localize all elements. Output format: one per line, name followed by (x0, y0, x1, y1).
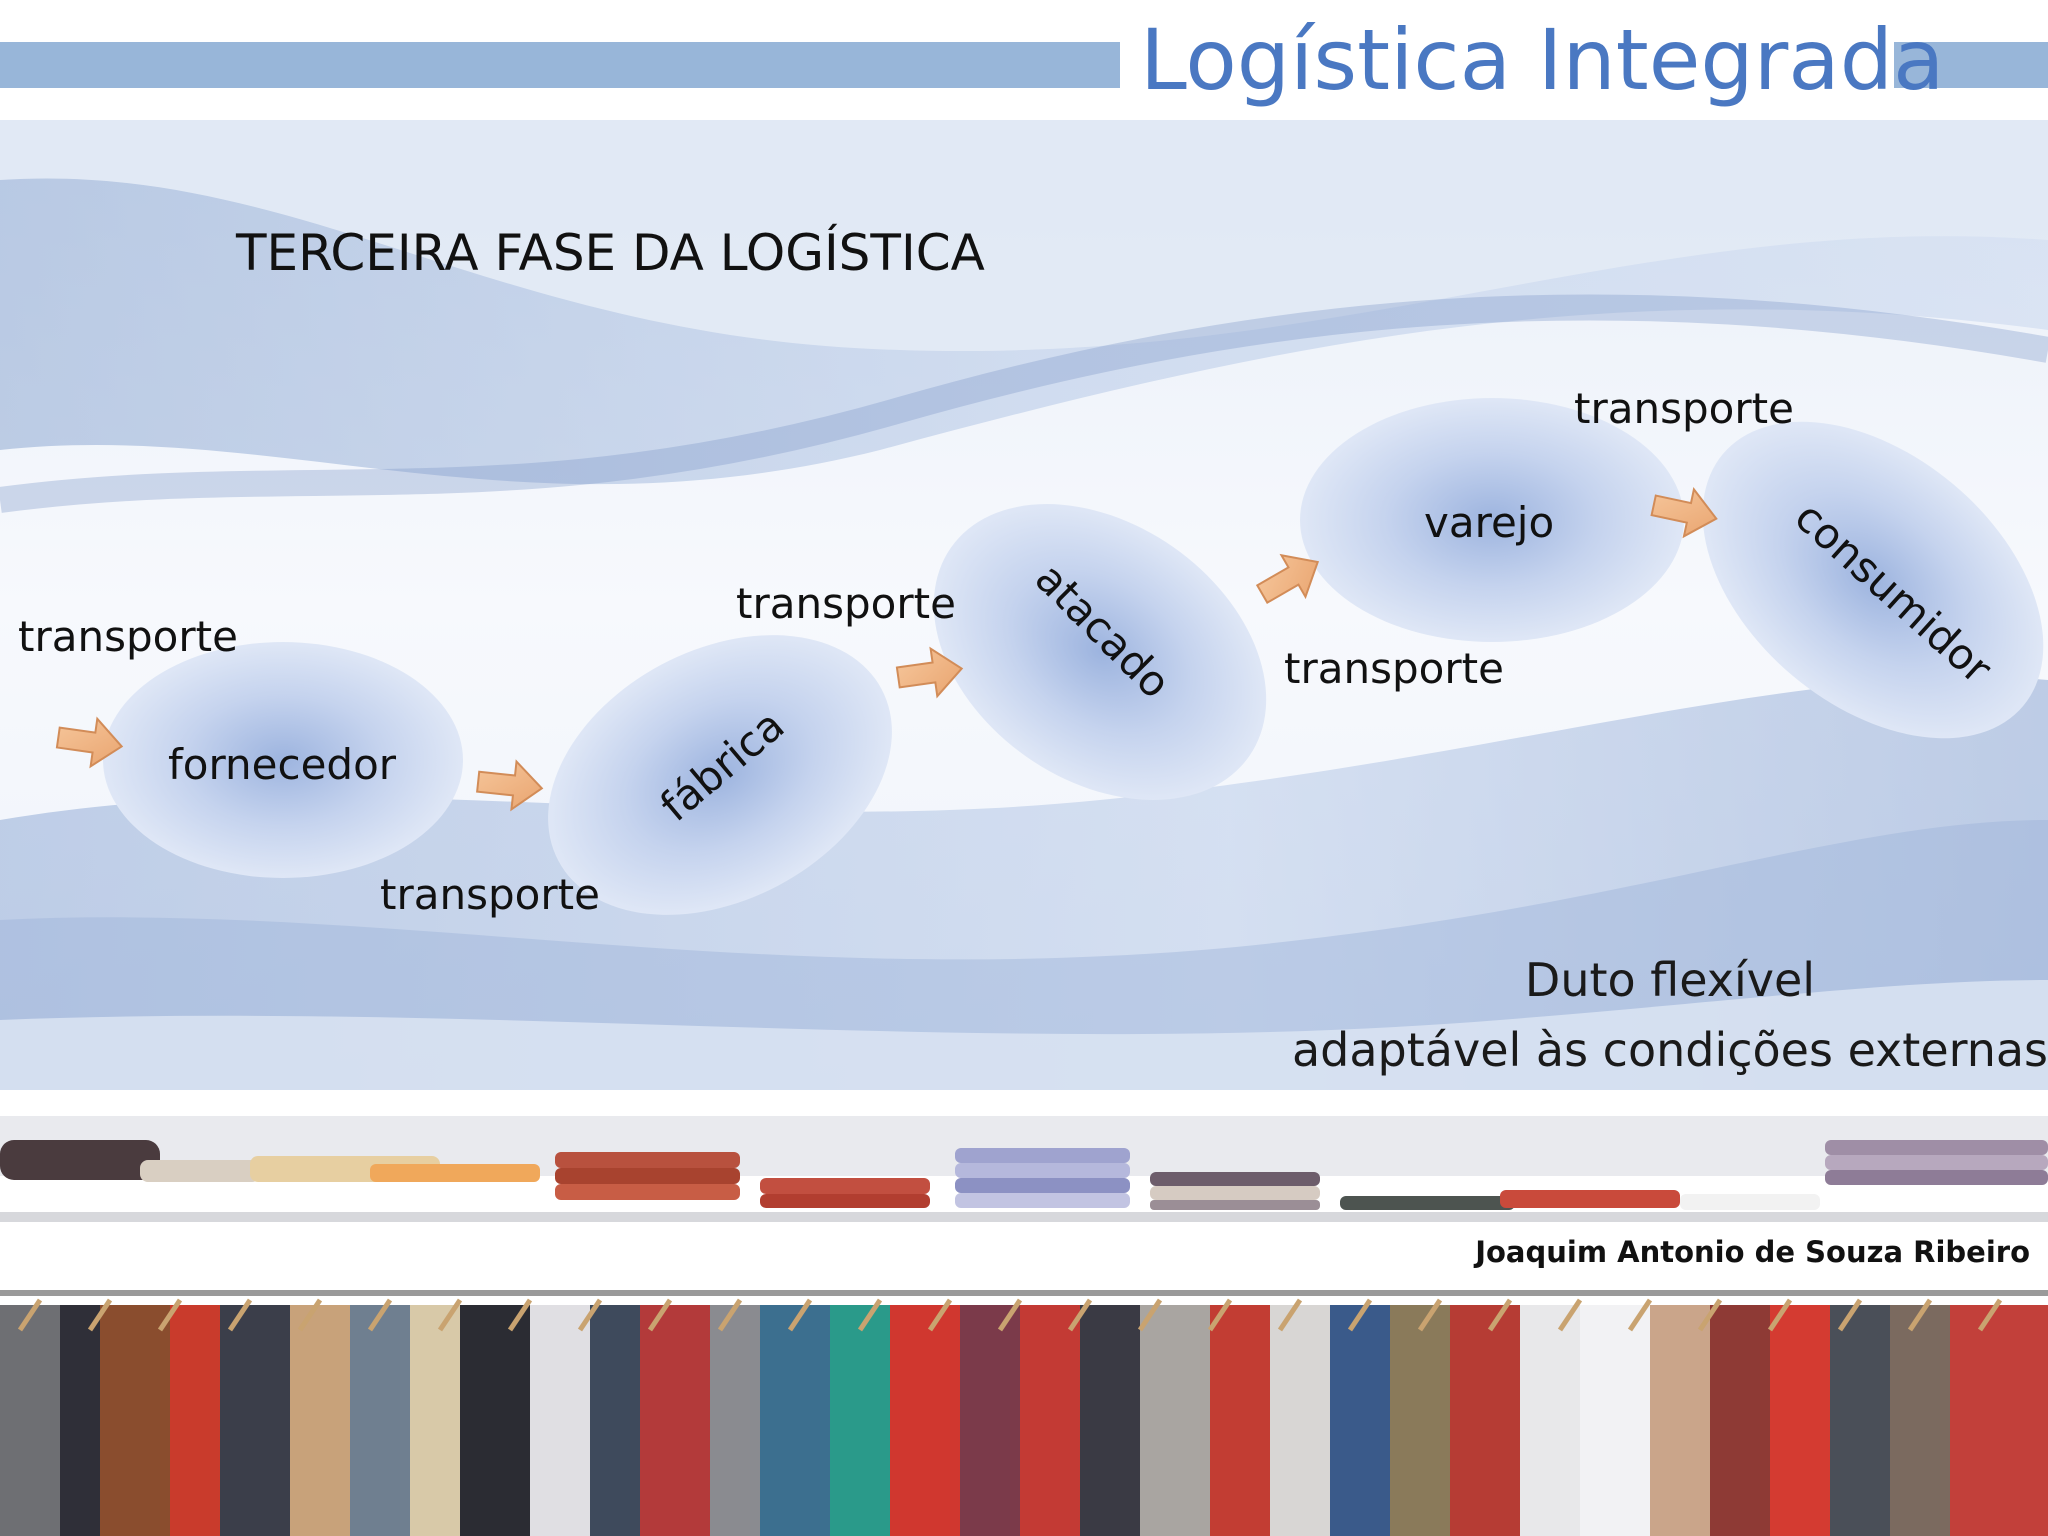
arrow-icon (55, 716, 124, 769)
node-atacado (933, 504, 1267, 800)
title-bar-right (1894, 42, 2048, 88)
node-varejo (1300, 398, 1684, 642)
arrow-icon (476, 759, 544, 812)
transport-label-2: transporte (380, 870, 600, 919)
node-label-fornecedor: fornecedor (168, 740, 397, 789)
arrow-icon (1650, 487, 1718, 539)
diagram-subtitle: TERCEIRA FASE DA LOGÍSTICA (236, 224, 985, 282)
transport-label-3: transporte (736, 579, 956, 628)
node-fabrica (548, 635, 892, 915)
arrow-icon (895, 646, 964, 699)
transport-label-5: transporte (1574, 384, 1794, 433)
node-consumidor (1702, 421, 2044, 739)
arrow-icon (1255, 553, 1320, 605)
node-label-varejo: varejo (1424, 498, 1555, 547)
wave-background (0, 120, 2048, 1090)
transport-label-1: transporte (18, 612, 238, 661)
hangers (17, 1298, 2003, 1332)
hanging-clothes (0, 1305, 2048, 1536)
slide-title: Logística Integrada (1140, 11, 1945, 109)
clothing-store-photo (0, 1090, 2048, 1536)
author-credit: Joaquim Antonio de Souza Ribeiro (1475, 1235, 2030, 1269)
diagram-arrows (55, 487, 1718, 812)
folded-clothes (0, 1140, 2048, 1210)
diagram-nodes (103, 398, 2044, 915)
node-fornecedor (103, 642, 463, 878)
diagram-caption: Duto flexível adaptável às condições ext… (1170, 945, 2048, 1085)
caption-line-1: Duto flexível (1524, 953, 1816, 1007)
transport-label-4: transporte (1284, 644, 1504, 693)
title-bar-left (0, 42, 1120, 88)
caption-line-2: adaptável às condições externas (1291, 1023, 2048, 1077)
